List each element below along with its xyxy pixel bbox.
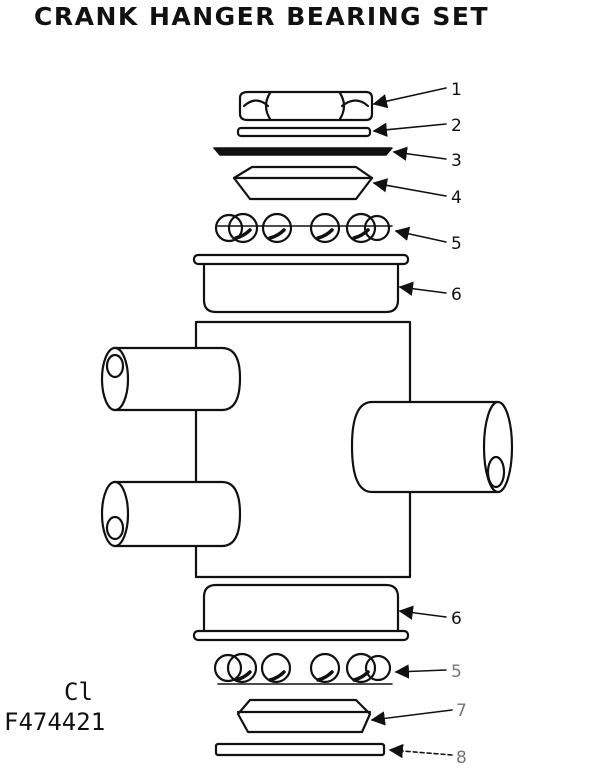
callout-6-upper: 6 bbox=[451, 285, 462, 305]
callout-5-upper: 5 bbox=[451, 234, 462, 254]
callout-4: 4 bbox=[451, 188, 462, 208]
part-cup-lower bbox=[192, 583, 410, 642]
part-cup-upper bbox=[192, 253, 410, 314]
callout-3: 3 bbox=[451, 151, 462, 171]
leader-lines bbox=[370, 87, 453, 759]
callout-5-lower: 5 bbox=[451, 662, 462, 682]
part-ball-retainer-upper bbox=[214, 212, 393, 244]
callout-1: 1 bbox=[451, 80, 462, 100]
catalog-code-line1: Cl bbox=[64, 678, 93, 706]
part-cone-upper bbox=[232, 165, 374, 201]
part-lock-nut bbox=[238, 90, 374, 122]
crank-hanger-shell bbox=[100, 320, 514, 579]
part-washer bbox=[236, 126, 372, 138]
part-ball-retainer-lower bbox=[213, 652, 393, 685]
callout-6-lower: 6 bbox=[451, 609, 462, 629]
callout-7: 7 bbox=[456, 701, 467, 721]
callout-8: 8 bbox=[456, 748, 467, 768]
part-plate bbox=[213, 147, 393, 156]
part-cone-lower bbox=[236, 698, 372, 734]
diagram-title: CRANK HANGER BEARING SET bbox=[34, 2, 490, 31]
part-spacer bbox=[214, 742, 386, 757]
callout-2: 2 bbox=[451, 116, 462, 136]
callout-numbers: 1 2 3 4 5 6 6 5 7 8 bbox=[451, 80, 467, 768]
catalog-code-line2: F474421 bbox=[4, 708, 106, 736]
